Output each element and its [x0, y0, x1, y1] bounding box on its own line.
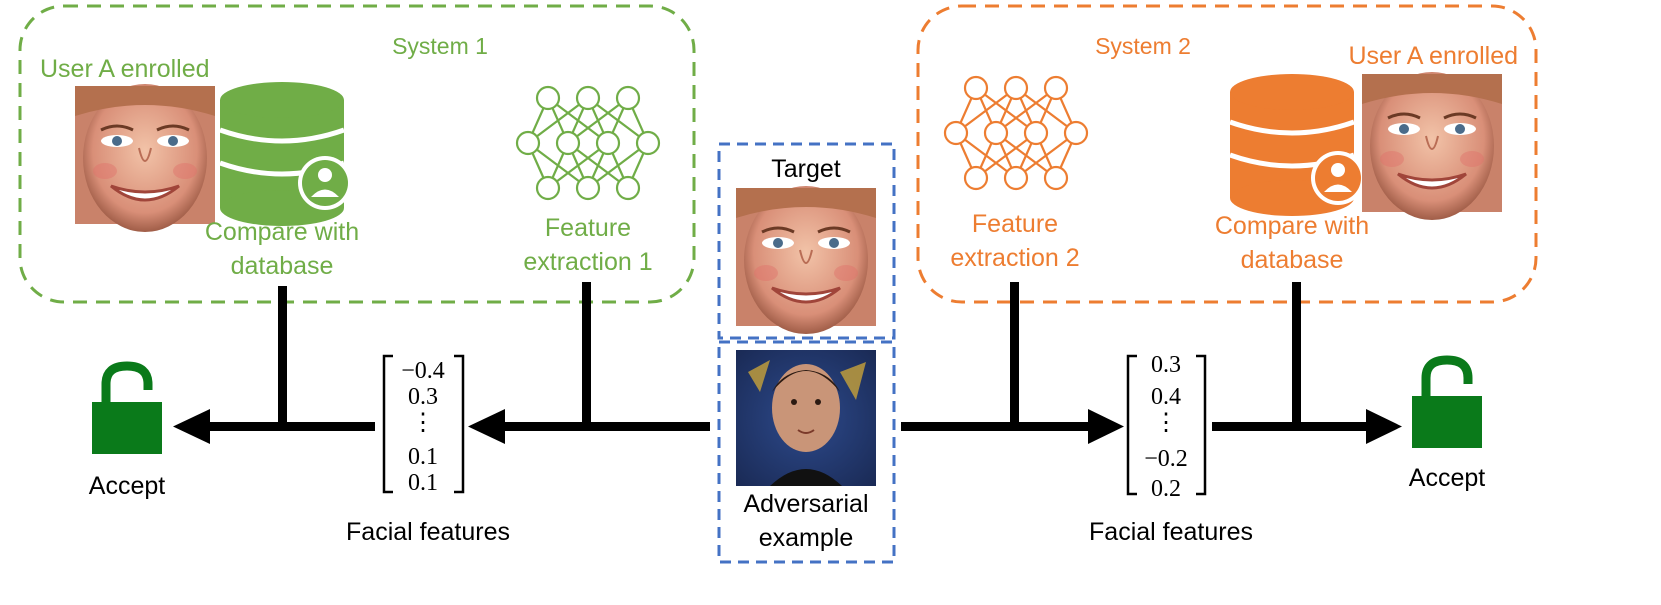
- arrow-shaft-vector-to-left-lock: [200, 422, 375, 431]
- connector-compare-database-1: [278, 286, 287, 426]
- system2-compare-label-line2: database: [1241, 246, 1344, 274]
- right-vector-entry: 0.3: [1151, 352, 1181, 378]
- system1-compare-label-line2: database: [231, 252, 334, 280]
- system1-feature-label-line1: Feature: [545, 214, 631, 242]
- arrow-shaft-center-to-left-vector: [495, 422, 710, 431]
- adversarial-label-line2: example: [759, 524, 854, 552]
- right-accept-label: Accept: [1409, 464, 1485, 492]
- connector-compare-database-2: [1292, 282, 1301, 426]
- adversarial-label-line1: Adversarial: [743, 490, 868, 518]
- arrow-head-left-vector: [468, 409, 505, 444]
- left-vector-label: Facial features: [346, 518, 510, 546]
- system1-title: System 1: [392, 33, 488, 59]
- system2-feature-label-line1: Feature: [972, 210, 1058, 238]
- right-vector-entry: ⋮: [1154, 410, 1178, 436]
- arrow-head-right-vector: [1088, 409, 1124, 444]
- right-vector-entry: 0.2: [1151, 476, 1181, 502]
- left-vector-entry: 0.3: [408, 384, 438, 410]
- right-feature-vector: 0.3 0.4 ⋮ −0.2 0.2: [1126, 352, 1207, 502]
- system2-compare-label-line1: Compare with: [1215, 212, 1369, 240]
- left-unlock-icon: [92, 366, 162, 454]
- right-vector-entry: −0.2: [1144, 446, 1188, 472]
- left-accept-label: Accept: [89, 472, 165, 500]
- connector-feature-extraction-1: [582, 282, 591, 426]
- left-vector-entry: −0.4: [401, 358, 445, 384]
- target-frame: [717, 142, 896, 340]
- right-flow-arrows: [901, 282, 1402, 444]
- left-vector-entry: ⋮: [411, 410, 435, 436]
- left-feature-vector: −0.4 0.3 ⋮ 0.1 0.1: [382, 354, 465, 496]
- right-vector-label: Facial features: [1089, 518, 1253, 546]
- left-vector-entry: 0.1: [408, 470, 438, 496]
- arrow-shaft-vector-to-right-lock: [1212, 422, 1376, 431]
- system2-frame: [916, 4, 1538, 304]
- left-vector-entry: 0.1: [408, 444, 438, 470]
- arrow-shaft-center-to-right-vector: [901, 422, 1097, 431]
- arrow-head-right-lock: [1366, 409, 1402, 444]
- left-vector-bracket-open: [382, 354, 393, 494]
- right-vector-bracket-open: [1126, 354, 1137, 496]
- system2-enrolled-label: User A enrolled: [1348, 42, 1518, 70]
- system2-feature-label-line2: extraction 2: [950, 244, 1079, 272]
- right-unlock-icon: [1412, 360, 1482, 448]
- system2-database-user-icon: [1229, 74, 1365, 216]
- system1-enrolled-face-photo: [73, 82, 217, 234]
- right-vector-entry: 0.4: [1151, 384, 1181, 410]
- system2-neural-network-icon: [943, 75, 1089, 191]
- system2-enrolled-face-photo: [1360, 70, 1504, 222]
- left-vector-bracket-close: [454, 354, 465, 494]
- system1-neural-network-icon: [515, 85, 661, 201]
- target-face-photo: [734, 184, 878, 336]
- connector-feature-extraction-2: [1010, 282, 1019, 426]
- system1-enrolled-label: User A enrolled: [40, 55, 210, 83]
- right-vector-bracket-close: [1196, 354, 1207, 496]
- system1-feature-label-line2: extraction 1: [523, 248, 652, 276]
- system1-database-user-icon: [219, 82, 352, 226]
- target-label: Target: [771, 155, 841, 183]
- system1-compare-label-line1: Compare with: [205, 218, 359, 246]
- system2-title: System 2: [1095, 33, 1191, 59]
- left-flow-arrows: [173, 282, 710, 444]
- system1-frame: [18, 4, 696, 304]
- arrow-head-left-lock: [173, 409, 210, 444]
- adversarial-face-photo: [736, 350, 876, 486]
